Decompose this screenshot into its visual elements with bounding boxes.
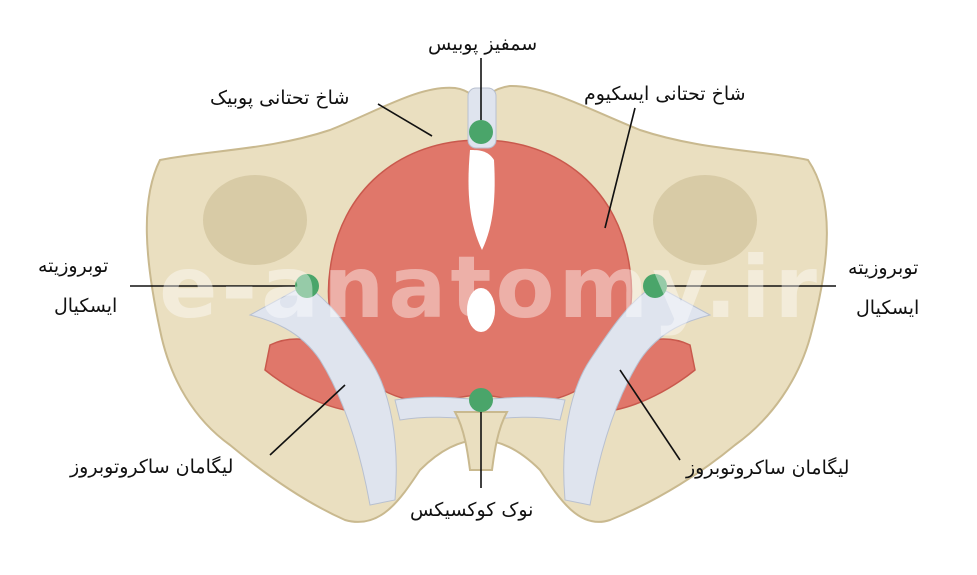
leader-right-sacrotuberous [619,369,681,461]
label-pubic-symphysis: سمفیز پوبیس [428,33,538,55]
urogenital-opening [468,150,495,250]
label-left-ischial-tuberosity-line2: ایسکیال [54,295,118,317]
leader-inferior-pubic-ramus [377,103,433,137]
anal-opening [467,288,495,332]
leader-left-sacrotuberous [269,384,346,456]
label-right-ischial-tuberosity-line1: توبروزیته [848,257,919,279]
label-right-sacrotuberous-ligament: لیگامان ساکروتوبروز [686,457,850,479]
left-acetabulum [203,175,307,265]
left-sacrotuberous-ligament [248,284,397,506]
right-sacrotuberous-ligament [563,284,712,506]
leader-inferior-ischial-ramus [604,107,636,229]
label-coccyx-tip: نوک کوکسیکس [410,499,534,521]
label-left-ischial-tuberosity-line1: توبروزیته [38,255,109,277]
label-inferior-pubic-ramus: شاخ تحتانی پوبیک [210,87,350,109]
landmark-coccyx-tip [469,388,493,412]
right-acetabulum [653,175,757,265]
label-inferior-ischial-ramus: شاخ تحتانی ایسکیوم [584,83,746,105]
label-right-ischial-tuberosity-line2: ایسکیال [856,297,920,319]
watermark: e-anatomy.ir [159,238,821,338]
leader-lines [130,58,836,488]
landmark-right-ischial-tuberosity [643,274,667,298]
label-left-sacrotuberous-ligament: لیگامان ساکروتوبروز [70,456,234,478]
landmark-left-ischial-tuberosity [295,274,319,298]
landmark-pubic-symphysis [469,120,493,144]
